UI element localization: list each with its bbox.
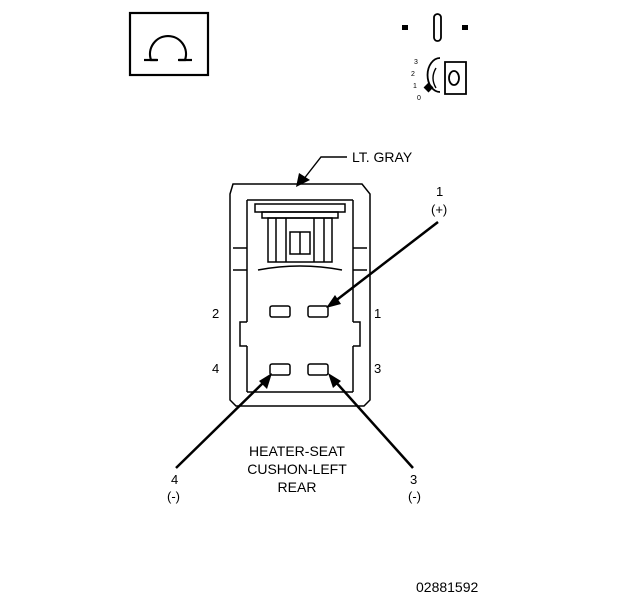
- connector-color-label: LT. GRAY: [352, 149, 413, 165]
- pin3-number: 3: [410, 472, 417, 487]
- figure-id: 02881592: [416, 579, 479, 595]
- ignition-position-0: 0: [417, 95, 421, 102]
- ignition-key-icon: 3 2 1 0: [402, 13, 468, 102]
- cavity-1: [307, 305, 329, 318]
- color-label-callout: LT. GRAY: [296, 149, 413, 187]
- connector-name-line-1: HEATER-SEAT: [249, 443, 345, 459]
- connector-name-line-2: CUSHON-LEFT: [247, 461, 347, 477]
- pin3-callout: 3 (-): [328, 373, 421, 504]
- terminal-cavities: [269, 305, 329, 376]
- pin1-callout: 1 (+): [326, 184, 447, 308]
- cavity-label-4: 4: [212, 361, 219, 376]
- connector-name-line-3: REAR: [278, 479, 317, 495]
- ignition-position-3: 3: [414, 59, 418, 66]
- pin4-callout: 4 (-): [167, 373, 272, 504]
- cavity-label-1: 1: [374, 306, 381, 321]
- pin4-polarity: (-): [167, 489, 180, 504]
- pin1-number: 1: [436, 184, 443, 199]
- omega-icon: [144, 34, 192, 62]
- ignition-position-2: 2: [411, 71, 415, 78]
- ohmmeter-symbol: [128, 11, 210, 77]
- cavity-4: [269, 363, 291, 376]
- pin4-number: 4: [171, 472, 178, 487]
- cavity-label-2: 2: [212, 306, 219, 321]
- connector-housing: [229, 183, 371, 407]
- connector-name: HEATER-SEAT CUSHON-LEFT REAR: [247, 443, 347, 495]
- cavity-label-3: 3: [374, 361, 381, 376]
- ignition-position-1: 1: [413, 83, 417, 90]
- cavity-2: [269, 305, 291, 318]
- pin3-polarity: (-): [408, 489, 421, 504]
- cavity-3: [307, 363, 329, 376]
- pin1-polarity: (+): [431, 202, 447, 217]
